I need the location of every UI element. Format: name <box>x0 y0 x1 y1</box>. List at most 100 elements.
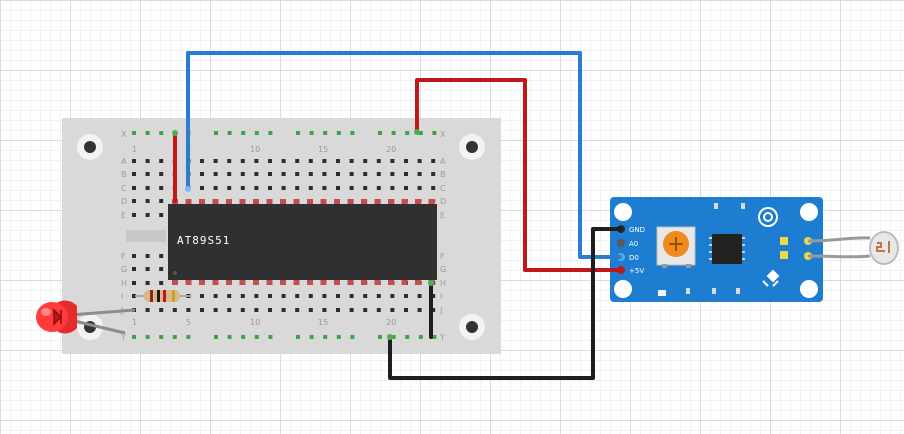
power-rail-hole[interactable] <box>378 335 382 339</box>
breadboard-hole[interactable] <box>308 294 313 298</box>
wire-black[interactable] <box>388 227 622 380</box>
power-rail-hole[interactable] <box>159 131 164 135</box>
power-rail-hole[interactable] <box>432 335 437 339</box>
breadboard-hole[interactable] <box>227 308 232 312</box>
breadboard-hole[interactable] <box>376 186 381 190</box>
breadboard-hole[interactable] <box>254 172 259 176</box>
breadboard-hole[interactable] <box>132 159 136 163</box>
resistor[interactable] <box>135 290 190 302</box>
breadboard-hole[interactable] <box>404 294 408 298</box>
breadboard-hole[interactable] <box>145 254 150 258</box>
breadboard-hole[interactable] <box>281 159 286 163</box>
breadboard-hole[interactable] <box>390 308 395 312</box>
breadboard-hole[interactable] <box>268 159 272 163</box>
breadboard-hole[interactable] <box>145 267 150 271</box>
breadboard-hole[interactable] <box>431 294 436 298</box>
breadboard-hole[interactable] <box>295 308 300 312</box>
breadboard-hole[interactable] <box>417 294 422 298</box>
power-rail-hole[interactable] <box>405 131 410 135</box>
breadboard-hole[interactable] <box>213 186 218 190</box>
breadboard-hole[interactable] <box>376 159 381 163</box>
breadboard-hole[interactable] <box>431 308 436 312</box>
breadboard-hole[interactable] <box>322 172 327 176</box>
breadboard-hole[interactable] <box>159 254 164 258</box>
breadboard-hole[interactable] <box>132 213 136 217</box>
power-rail-hole[interactable] <box>214 131 218 135</box>
breadboard-hole[interactable] <box>186 308 191 312</box>
breadboard-hole[interactable] <box>322 294 327 298</box>
breadboard-hole[interactable] <box>268 294 272 298</box>
breadboard-hole[interactable] <box>240 308 245 312</box>
breadboard-hole[interactable] <box>417 308 422 312</box>
power-rail-hole[interactable] <box>254 131 259 135</box>
breadboard-hole[interactable] <box>268 186 272 190</box>
breadboard-hole[interactable] <box>200 308 204 312</box>
power-rail-hole[interactable] <box>336 131 341 135</box>
power-rail-hole[interactable] <box>391 335 396 339</box>
breadboard-hole[interactable] <box>349 186 354 190</box>
breadboard-hole[interactable] <box>390 159 395 163</box>
power-rail-hole[interactable] <box>214 335 218 339</box>
breadboard-hole[interactable] <box>417 186 422 190</box>
power-rail-hole[interactable] <box>309 335 314 339</box>
breadboard-hole[interactable] <box>390 294 395 298</box>
breadboard-hole[interactable] <box>363 186 368 190</box>
wire-red[interactable] <box>415 78 622 272</box>
breadboard-hole[interactable] <box>132 281 136 285</box>
breadboard-hole[interactable] <box>240 159 245 163</box>
power-rail-hole[interactable] <box>132 335 136 339</box>
breadboard-hole[interactable] <box>376 308 381 312</box>
breadboard-hole[interactable] <box>431 186 436 190</box>
breadboard-hole[interactable] <box>240 294 245 298</box>
power-rail-hole[interactable] <box>391 131 396 135</box>
breadboard-hole[interactable] <box>159 267 164 271</box>
power-rail-hole[interactable] <box>336 335 341 339</box>
power-rail-hole[interactable] <box>323 131 328 135</box>
power-rail-hole[interactable] <box>350 335 355 339</box>
breadboard-hole[interactable] <box>322 159 327 163</box>
breadboard-hole[interactable] <box>200 186 204 190</box>
breadboard-hole[interactable] <box>404 159 408 163</box>
breadboard-hole[interactable] <box>404 308 408 312</box>
breadboard-hole[interactable] <box>145 186 150 190</box>
breadboard-hole[interactable] <box>145 213 150 217</box>
breadboard-hole[interactable] <box>159 213 164 217</box>
breadboard-hole[interactable] <box>227 294 232 298</box>
breadboard-hole[interactable] <box>363 159 368 163</box>
breadboard-hole[interactable] <box>254 159 259 163</box>
breadboard-hole[interactable] <box>363 308 368 312</box>
breadboard-hole[interactable] <box>308 186 313 190</box>
breadboard-hole[interactable] <box>132 186 136 190</box>
breadboard-hole[interactable] <box>132 267 136 271</box>
breadboard-hole[interactable] <box>213 308 218 312</box>
breadboard-hole[interactable] <box>145 172 150 176</box>
breadboard-hole[interactable] <box>172 308 177 312</box>
power-rail-hole[interactable] <box>132 131 136 135</box>
breadboard-hole[interactable] <box>227 159 232 163</box>
breadboard-hole[interactable] <box>390 186 395 190</box>
breadboard-hole[interactable] <box>376 294 381 298</box>
power-rail-hole[interactable] <box>227 131 232 135</box>
breadboard-hole[interactable] <box>404 186 408 190</box>
breadboard-hole[interactable] <box>417 172 422 176</box>
breadboard-hole[interactable] <box>308 308 313 312</box>
power-rail-hole[interactable] <box>268 335 273 339</box>
breadboard-hole[interactable] <box>349 159 354 163</box>
breadboard-hole[interactable] <box>268 172 272 176</box>
power-rail-hole[interactable] <box>309 131 314 135</box>
breadboard-hole[interactable] <box>431 172 436 176</box>
breadboard-hole[interactable] <box>336 159 340 163</box>
breadboard-hole[interactable] <box>268 308 272 312</box>
breadboard-hole[interactable] <box>431 159 436 163</box>
power-rail-hole[interactable] <box>323 335 328 339</box>
breadboard-hole[interactable] <box>417 159 422 163</box>
breadboard-hole[interactable] <box>145 308 150 312</box>
breadboard-hole[interactable] <box>404 172 408 176</box>
breadboard-hole[interactable] <box>349 294 354 298</box>
breadboard-hole[interactable] <box>132 172 136 176</box>
breadboard-hole[interactable] <box>281 186 286 190</box>
breadboard-hole[interactable] <box>213 172 218 176</box>
potentiometer[interactable] <box>656 226 696 268</box>
power-rail-hole[interactable] <box>432 131 437 135</box>
power-rail-hole[interactable] <box>254 335 259 339</box>
